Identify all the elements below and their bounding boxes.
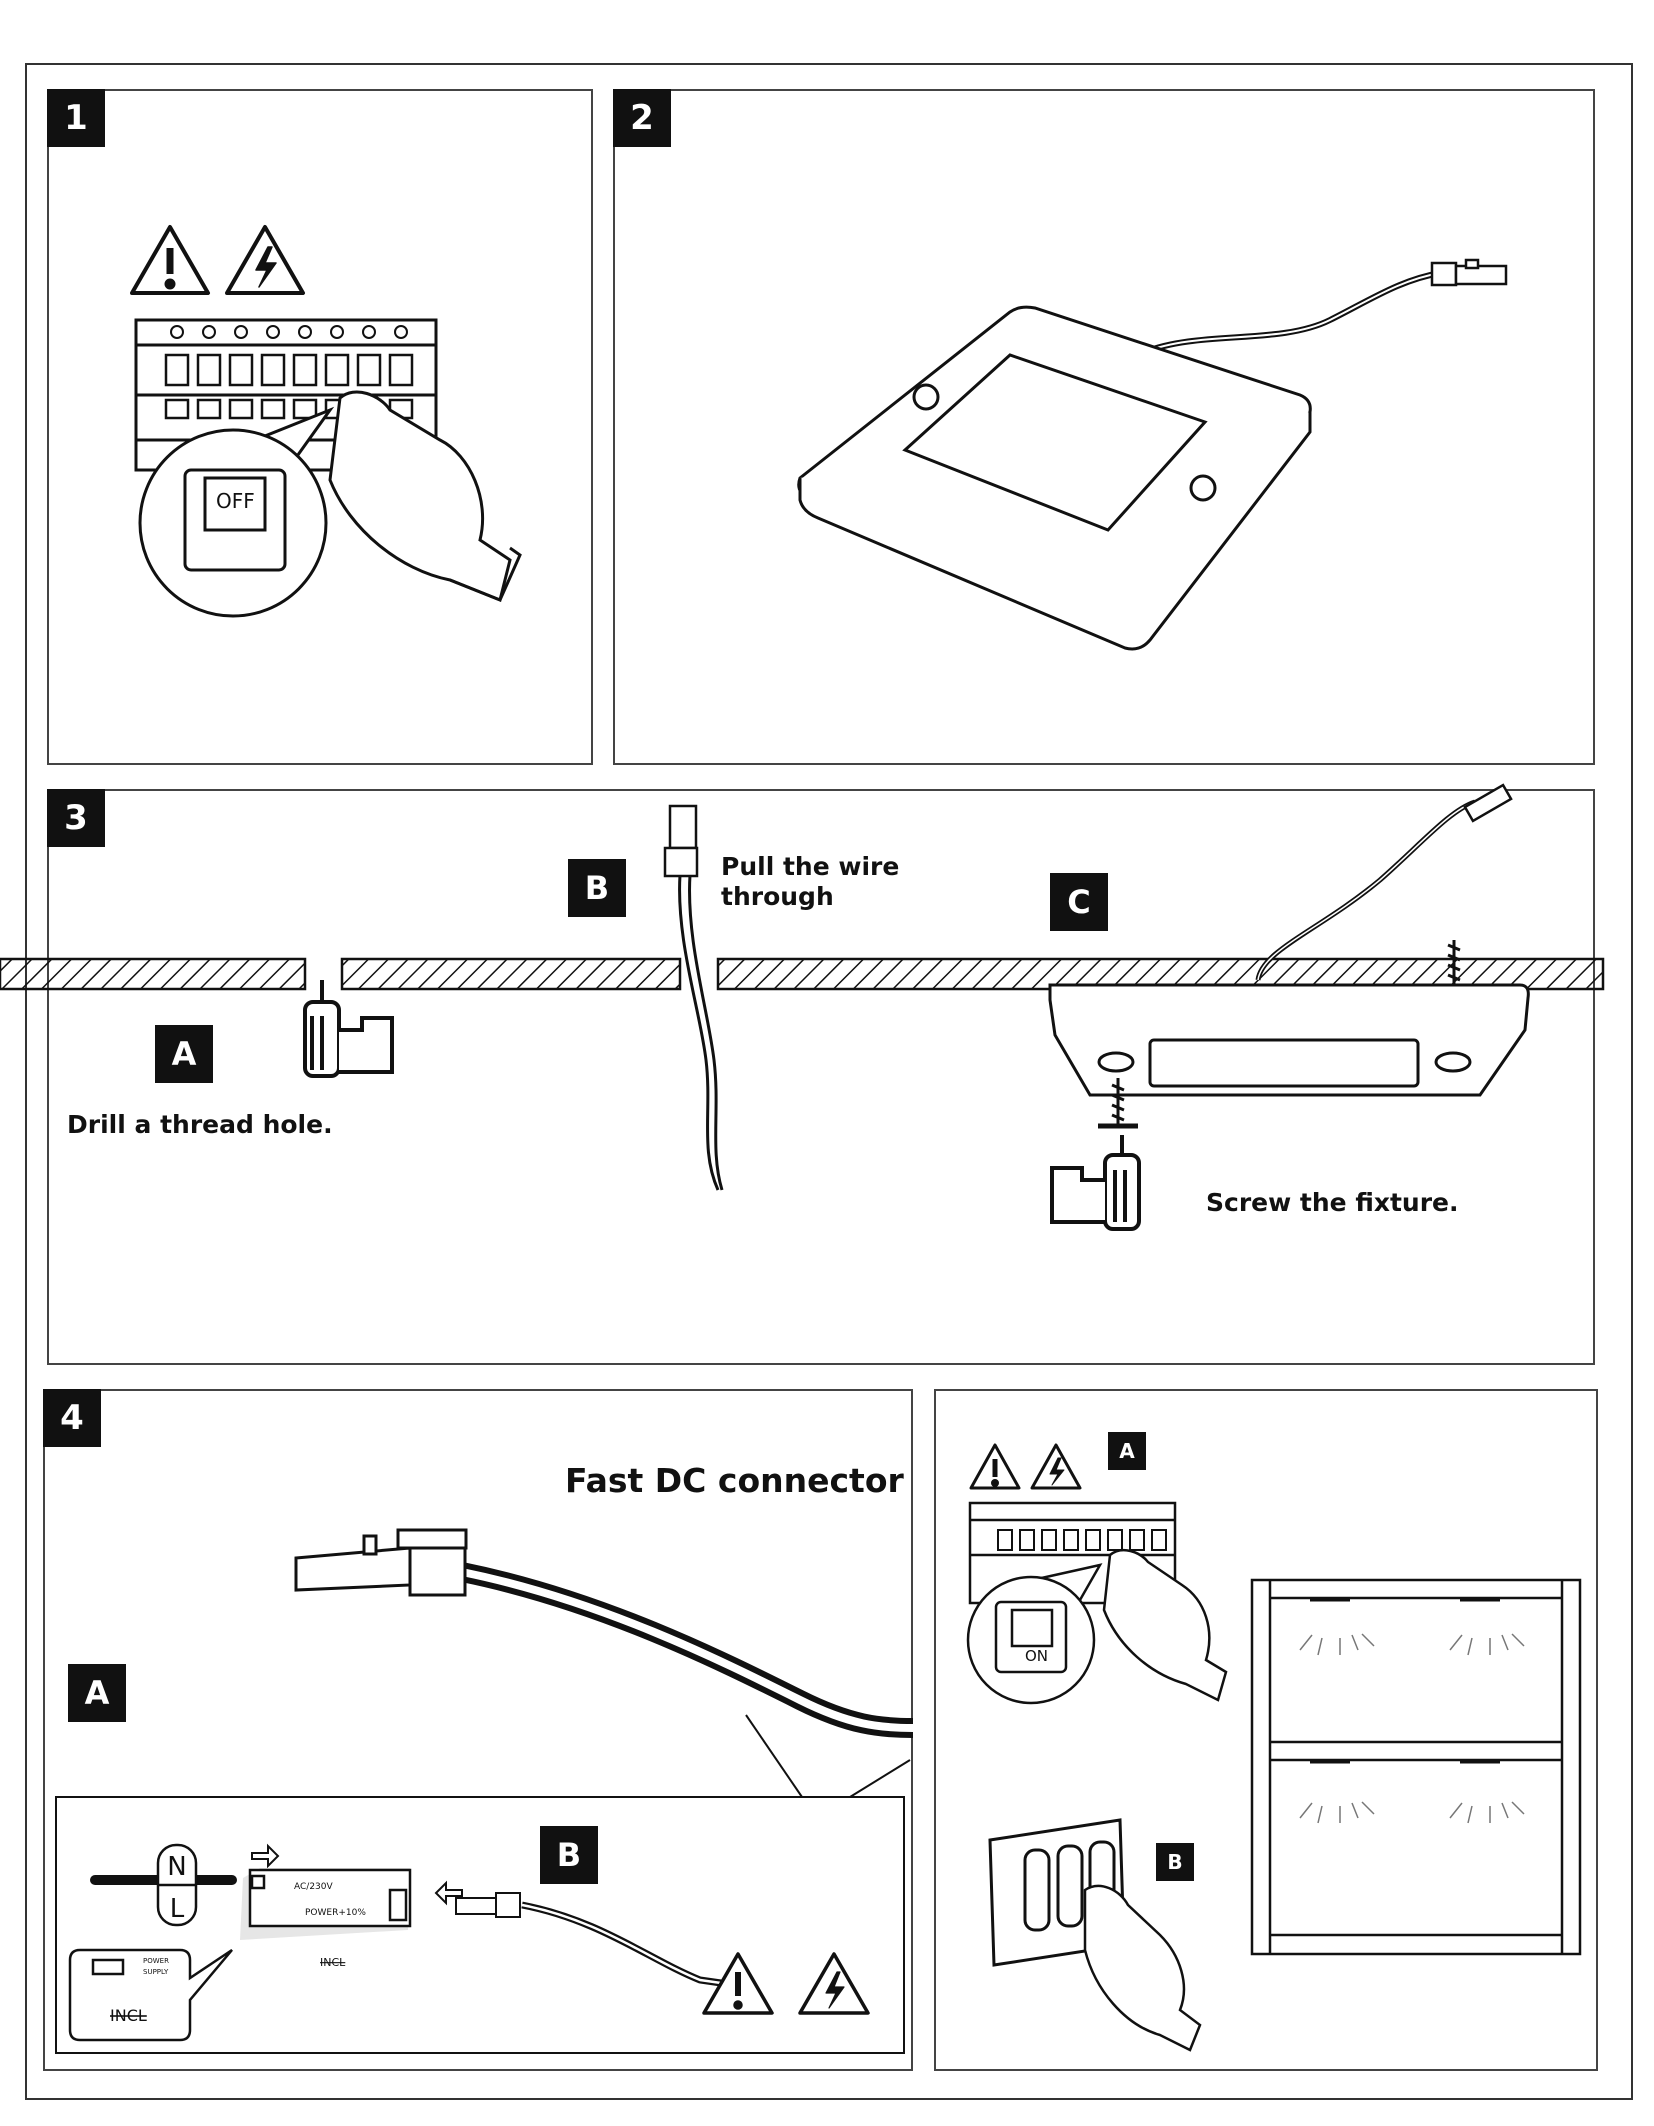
cabinet-lights (1310, 1598, 1500, 1764)
hand-icon (1102, 1548, 1228, 1702)
mounted-fixture (1048, 983, 1530, 1097)
step-3-b-caption-line1: Pull the wire (721, 852, 900, 881)
screw-icon (1447, 940, 1461, 985)
step-3-c-badge: C (1050, 873, 1108, 931)
panel-step-3 (47, 789, 1595, 1365)
connector-icon (663, 804, 699, 878)
breaker-modules (997, 1529, 1167, 1551)
on-label: ON (1025, 1647, 1049, 1665)
fixture-body (797, 305, 1312, 651)
warning-icon (702, 1952, 774, 2015)
terminal-l-label: L (170, 1894, 185, 1924)
power-supply-callout (68, 1948, 233, 2042)
step-5-a-badge: A (1108, 1432, 1146, 1470)
step-3-c-caption: Screw the fixture. (1206, 1188, 1459, 1217)
fast-dc-connector-title: Fast DC connector (565, 1461, 904, 1500)
power-supply-line2: SUPPLY (143, 1968, 169, 1976)
switch-detail-circle (138, 406, 335, 618)
connector-icon (1430, 258, 1508, 287)
step-3-b-caption-line2: through (721, 882, 834, 911)
step-3-badge: 3 (47, 789, 105, 847)
breaker-modules (164, 353, 414, 420)
screw-icon (1098, 1078, 1138, 1129)
step-3-b-badge: B (568, 859, 626, 917)
connector-icon (455, 1892, 521, 1918)
step-4-badge: 4 (43, 1389, 101, 1447)
step-2-badge: 2 (613, 89, 671, 147)
high-voltage-icon (1030, 1443, 1082, 1490)
warning-icon (969, 1443, 1021, 1490)
panel-step-1 (47, 89, 593, 765)
cabinet-icon (1250, 1578, 1582, 1956)
step-1-badge: 1 (47, 89, 105, 147)
pulled-wire (678, 874, 724, 1191)
high-voltage-icon (798, 1952, 870, 2015)
terminal-n-label: N (167, 1852, 186, 1882)
off-label: OFF (216, 489, 255, 513)
step-4-a-badge: A (68, 1664, 126, 1722)
step-3-a-badge: A (155, 1025, 213, 1083)
switch-detail-circle (966, 1563, 1103, 1705)
warning-icon (130, 225, 210, 295)
driver-incl-label: INCL (320, 1956, 346, 1969)
panel-step-5 (934, 1389, 1598, 2071)
power-supply-line1: POWER (143, 1957, 169, 1965)
driver-power-label: POWER+10% (305, 1908, 366, 1918)
drill-icon (303, 980, 394, 1078)
drill-icon (1050, 1135, 1141, 1231)
step-5-b-badge: B (1156, 1843, 1194, 1881)
power-supply-incl: INCL (110, 2006, 147, 2025)
driver-voltage-label: AC/230V (294, 1882, 333, 1892)
breaker-screws (170, 325, 408, 339)
hand-icon (1083, 1884, 1202, 2052)
step-4-b-badge: B (540, 1826, 598, 1884)
connector-icon (1463, 783, 1513, 823)
terminal-block (156, 1843, 198, 1927)
connector-icon (294, 1528, 468, 1597)
high-voltage-icon (225, 225, 305, 295)
led-driver (240, 1868, 412, 1940)
panel-step-2 (613, 89, 1595, 765)
light-rays (1299, 1633, 1525, 1824)
hand-icon (328, 390, 522, 603)
outer-frame (25, 63, 1633, 2100)
step-3-a-caption: Drill a thread hole. (67, 1110, 333, 1139)
arrow-right-icon (251, 1843, 280, 1869)
arrow-left-icon (434, 1880, 463, 1906)
